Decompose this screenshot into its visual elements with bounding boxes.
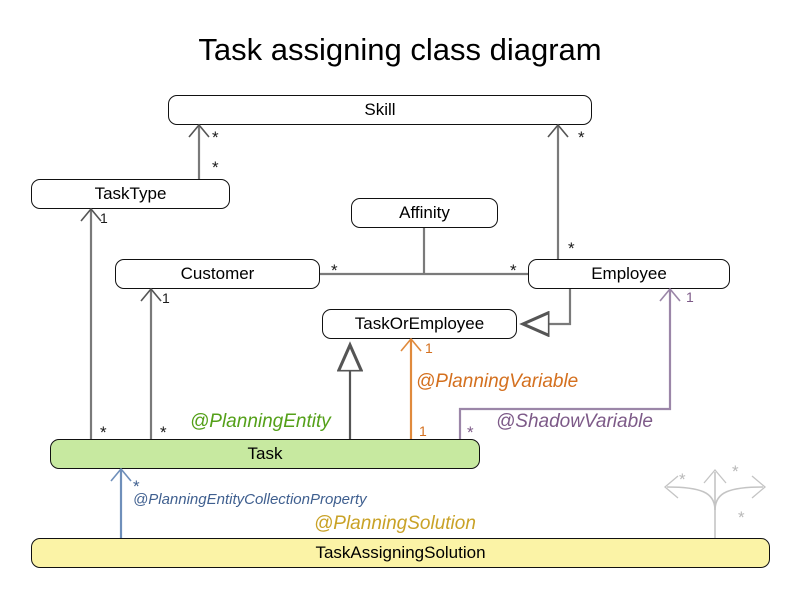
multiplicity-branch-left: * (679, 470, 686, 489)
annotation-planning-entity-collection-property: @PlanningEntityCollectionProperty (133, 491, 367, 508)
multiplicity-employee-skill: * (568, 239, 575, 258)
annotation-planning-variable: @PlanningVariable (416, 371, 579, 392)
class-box-affinity[interactable]: Affinity (351, 198, 498, 228)
class-label-taskoremployee: TaskOrEmployee (354, 314, 485, 333)
annotation-planning-entity: @PlanningEntity (190, 411, 331, 432)
multiplicity-tasktype-skill: * (212, 158, 219, 177)
decorative-trident (663, 468, 767, 538)
multiplicity-task-tasktype: * (100, 423, 107, 442)
class-label-affinity: Affinity (399, 203, 450, 222)
class-label-taskassigningsolution: TaskAssigningSolution (315, 543, 486, 562)
multiplicity-customer-affinity: * (331, 261, 338, 280)
multiplicity-employee-shadow: 1 (686, 289, 694, 305)
class-label-customer: Customer (180, 264, 255, 283)
multiplicity-solution-task: * (133, 477, 140, 496)
multiplicity-customer-task: 1 (162, 290, 170, 306)
class-box-taskoremployee[interactable]: TaskOrEmployee (322, 309, 517, 339)
class-label-task: Task (247, 444, 283, 463)
class-box-taskassigningsolution[interactable]: TaskAssigningSolution (31, 538, 770, 568)
multiplicity-employee-affinity: * (510, 261, 517, 280)
annotation-planning-solution: @PlanningSolution (314, 513, 476, 534)
class-box-customer[interactable]: Customer (115, 259, 320, 289)
multiplicity-task-shadow: * (467, 423, 474, 442)
multiplicity-task-customer: * (160, 423, 167, 442)
class-label-skill: Skill (364, 100, 396, 119)
class-box-employee[interactable]: Employee (528, 259, 730, 289)
class-box-tasktype[interactable]: TaskType (31, 179, 230, 209)
multiplicity-tasktype-task: 1 (100, 210, 108, 226)
multiplicity-branch-up: * (732, 462, 739, 481)
link-employee-generalization (523, 289, 572, 324)
class-label-tasktype: TaskType (94, 184, 167, 203)
link-task-shadowvariable (458, 289, 672, 439)
multiplicity-taskoremployee-task: 1 (425, 340, 433, 356)
multiplicity-skill-tasktype: * (212, 128, 219, 147)
page-title: Task assigning class diagram (198, 32, 602, 67)
multiplicity-skill-employee: * (578, 128, 585, 147)
multiplicity-branch-right: * (738, 508, 745, 527)
annotation-shadow-variable: @ShadowVariable (496, 411, 653, 432)
multiplicity-task-variable: 1 (419, 423, 427, 439)
class-box-skill[interactable]: Skill (168, 95, 592, 125)
class-box-task[interactable]: Task (50, 439, 480, 469)
class-label-employee: Employee (591, 264, 667, 283)
